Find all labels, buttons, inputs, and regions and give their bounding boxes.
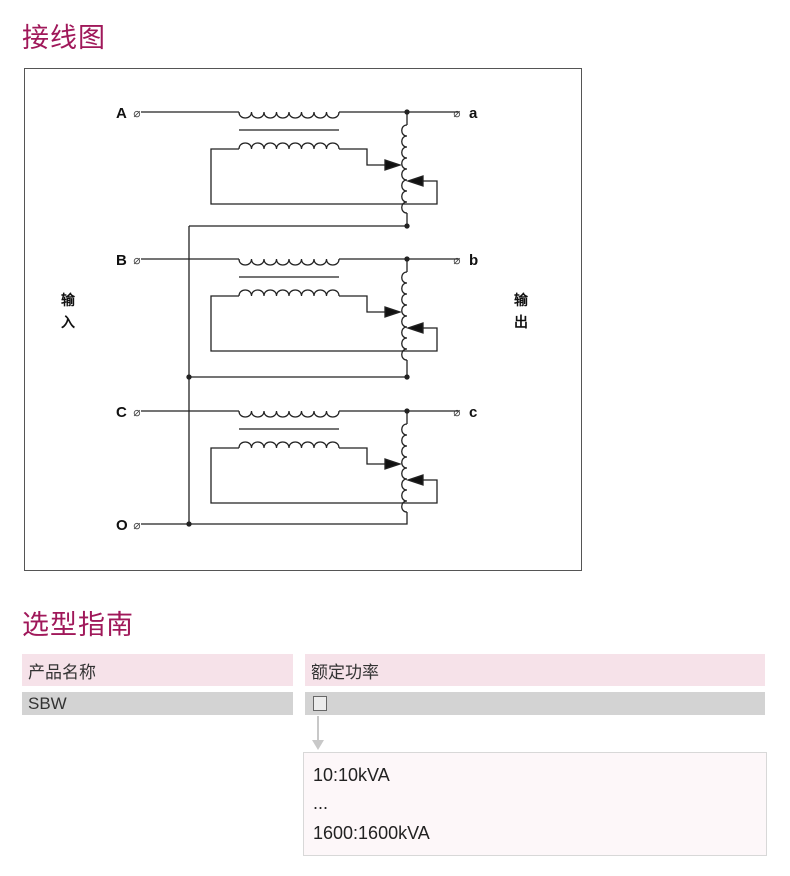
wire (210, 295, 407, 352)
output-side-label: 出 (514, 314, 528, 331)
input-terminal-label: A (116, 105, 127, 122)
tap-arrow-icon (405, 322, 424, 334)
output-terminal-label: b (469, 252, 478, 269)
tap-arrow-icon (384, 458, 403, 470)
neutral-wire (141, 523, 408, 525)
tap-arrow-icon (384, 306, 403, 318)
power-option: 1600:1600kVA (313, 823, 430, 843)
tap-arrow-icon (405, 474, 424, 486)
junction-dot (404, 223, 410, 229)
regulating-winding (401, 423, 408, 513)
power-placeholder-box[interactable] (313, 696, 327, 711)
wire (407, 180, 438, 205)
wire (407, 327, 438, 352)
input-side-label: 入 (61, 315, 75, 331)
product-name-value: SBW (22, 692, 293, 715)
header-rated-power: 额定功率 (305, 654, 765, 686)
series-winding (238, 410, 340, 418)
terminal-icon: ⌀ (133, 253, 141, 267)
input-terminal-label: B (116, 252, 127, 269)
selection-guide-title: 选型指南 (22, 610, 134, 641)
input-side-label: 输 (61, 292, 76, 309)
series-winding (238, 258, 340, 266)
regulating-winding (401, 124, 408, 214)
power-option: ... (313, 793, 329, 813)
phase-b (141, 256, 459, 371)
wiring-diagram-title: 接线图 (22, 23, 106, 54)
wire (339, 295, 386, 313)
tap-arrow-icon (405, 175, 424, 187)
output-terminal-label: a (469, 105, 478, 122)
neutral-wire (189, 224, 408, 227)
terminal-icon: ⌀ (133, 405, 141, 419)
junction-dot (186, 374, 192, 380)
phase-a (141, 109, 459, 224)
power-option: 10:10kVA (313, 765, 390, 785)
input-terminal-label: C (116, 404, 127, 421)
terminal-icon: ⌀ (133, 106, 141, 120)
tap-arrow-icon (384, 159, 403, 171)
regulating-winding (401, 271, 408, 361)
power-options-list: 10:10kVA ... 1600:1600kVA (303, 752, 767, 856)
wire (339, 447, 386, 465)
output-side-label: 输 (514, 292, 529, 309)
neutral-wire (189, 371, 408, 378)
terminal-icon: ⌀ (133, 518, 141, 532)
terminal-icon: ⌀ (453, 106, 461, 120)
junction-dot (186, 521, 192, 527)
wire (339, 148, 386, 166)
phase-c (141, 408, 459, 523)
input-terminal-label: O (116, 517, 128, 534)
terminal-icon: ⌀ (453, 253, 461, 267)
primary-winding (238, 142, 340, 150)
header-product-name: 产品名称 (22, 654, 293, 686)
series-winding (238, 111, 340, 119)
output-terminal-label: c (469, 404, 477, 421)
primary-winding (238, 289, 340, 297)
wire (210, 148, 407, 205)
rated-power-value[interactable] (305, 692, 765, 715)
terminal-icon: ⌀ (453, 405, 461, 419)
primary-winding (238, 441, 340, 449)
junction-dot (404, 374, 410, 380)
wire (210, 447, 407, 504)
wire (407, 479, 438, 504)
